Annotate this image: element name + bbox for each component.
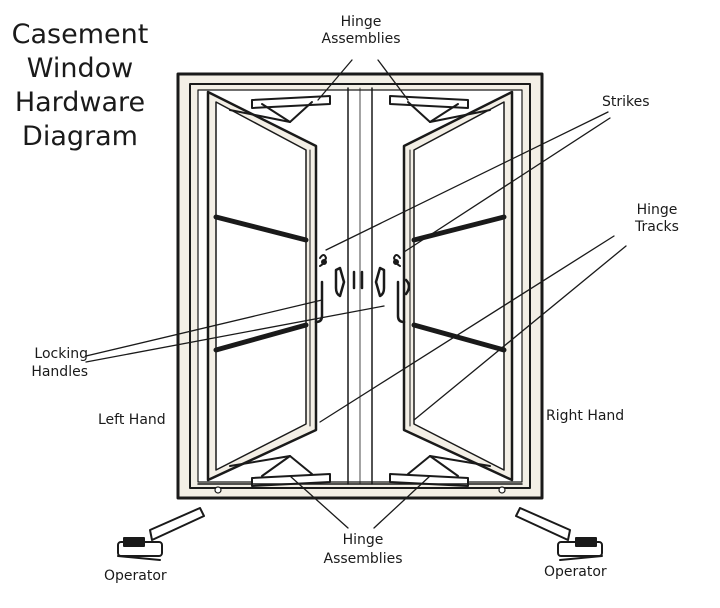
- top-hinge-assembly-left: [229, 95, 331, 123]
- label-hinge-assemblies-top-line-1: Hinge: [340, 14, 382, 30]
- callout-lines: [85, 59, 627, 529]
- bottom-hinge-assembly-right: [389, 455, 491, 487]
- label-locking-handles-line-1: Locking: [34, 346, 88, 362]
- label-operator-right: Operator: [544, 564, 607, 580]
- diagram-title-line-2: Window: [26, 53, 134, 84]
- top-hinge-assembly-right: [389, 95, 491, 123]
- label-hinge-assemblies-top-line-2: Assemblies: [321, 31, 401, 47]
- operator-left: [117, 507, 205, 561]
- label-hinge-tracks-line-2: Tracks: [635, 219, 679, 235]
- right-sash: [402, 90, 514, 482]
- diagram-title-line-1: Casement: [11, 19, 149, 50]
- diagram-title-line-3: Hardware: [14, 87, 146, 118]
- label-hinge-assemblies-bottom-line-2: Assemblies: [323, 551, 403, 567]
- left-sash: [206, 90, 318, 482]
- label-left-hand: Left Hand: [98, 412, 166, 428]
- strikes: [319, 254, 401, 267]
- inner-window-frame: [189, 83, 531, 489]
- label-operator-left: Operator: [104, 568, 167, 584]
- label-locking-handles-line-2: Handles: [31, 364, 88, 380]
- label-right-hand: Right Hand: [546, 408, 625, 424]
- label-hinge-tracks-line-1: Hinge: [636, 202, 678, 218]
- label-hinge-assemblies-bottom-line-1: Hinge: [342, 532, 384, 548]
- label-strikes: Strikes: [602, 94, 650, 110]
- locking-handles: [314, 266, 411, 324]
- operator-right: [515, 507, 603, 561]
- diagram-title-line-4: Diagram: [22, 121, 138, 152]
